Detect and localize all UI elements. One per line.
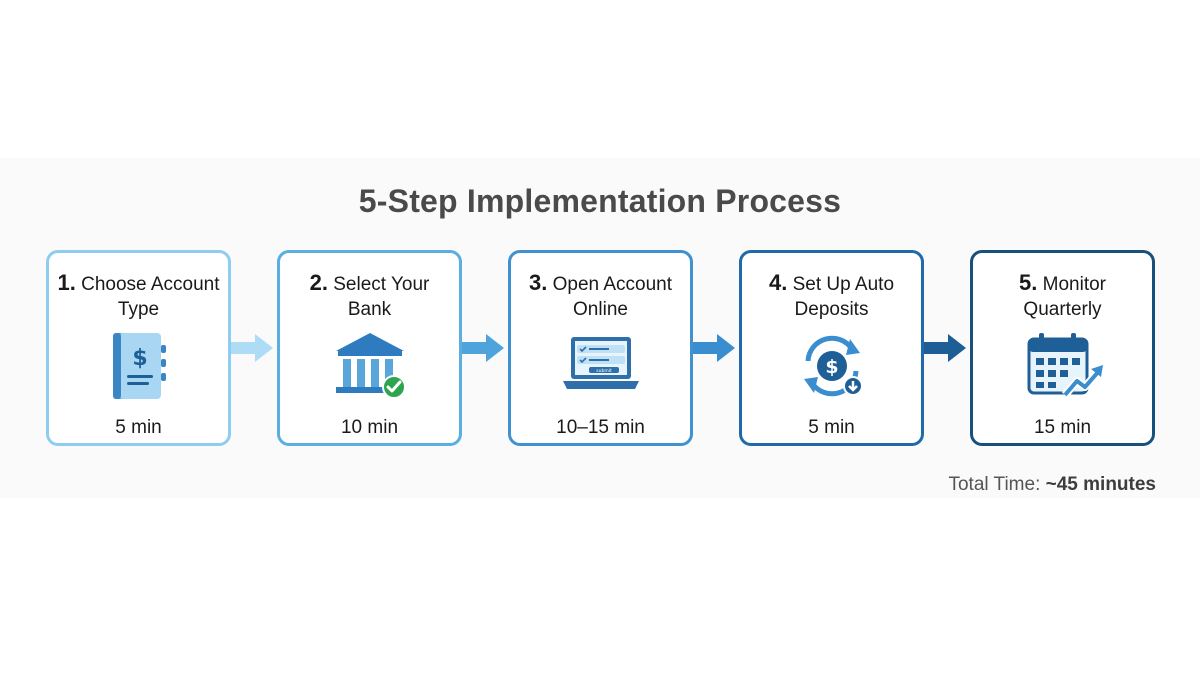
step-time: 10 min — [340, 417, 399, 438]
step-number: 2. — [309, 270, 328, 295]
total-time-label: Total Time: — [948, 474, 1041, 495]
step-card-1: 1. Choose Account Type $ 5 min — [46, 250, 231, 446]
page-title: 5-Step Implementation Process — [358, 183, 842, 219]
step-number: 5. — [1019, 270, 1038, 295]
step-heading: 1. Choose Account Type — [55, 270, 222, 322]
step-label: Monitor Quarterly — [1023, 274, 1106, 320]
step-card-4: 4. Set Up Auto Deposits $ 5 min — [739, 250, 924, 446]
step-number: 4. — [768, 270, 788, 295]
step-card-2: 2. Select Your Bank 10 min — [277, 250, 462, 446]
svg-text:$: $ — [132, 346, 147, 371]
step-heading: 2. Select Your Bank — [286, 270, 453, 322]
laptop-form-icon: submit — [562, 337, 639, 389]
svg-text:submit: submit — [596, 368, 612, 374]
arrow-right-icon — [924, 334, 966, 362]
ledger-dollar-icon: $ — [112, 333, 166, 399]
recurring-deposit-icon: $ — [803, 335, 863, 397]
arrow-right-icon — [693, 334, 735, 362]
svg-text:$: $ — [825, 356, 838, 378]
step-time: 10–15 min — [556, 417, 645, 438]
step-number: 3. — [528, 270, 548, 295]
step-heading: 5. Monitor Quarterly — [979, 270, 1146, 322]
bank-check-icon — [335, 333, 406, 399]
step-time: 15 min — [1033, 417, 1092, 438]
step-time: 5 min — [808, 417, 855, 438]
step-label: Set Up Auto Deposits — [792, 274, 895, 320]
arrow-right-icon — [462, 334, 504, 362]
step-label: Open Account Online — [552, 274, 672, 320]
step-card-5: 5. Monitor Quarterly 15 min — [970, 250, 1155, 446]
total-time-value: ~45 minutes — [1045, 474, 1156, 495]
step-time: 5 min — [115, 417, 162, 438]
step-number: 1. — [57, 270, 76, 295]
step-label: Choose Account Type — [81, 274, 220, 320]
calendar-growth-icon — [1027, 333, 1103, 398]
step-card-3: 3. Open Account Online submit 10–15 min — [508, 250, 693, 446]
step-label: Select Your Bank — [333, 274, 430, 320]
arrow-right-icon — [231, 334, 273, 362]
step-heading: 4. Set Up Auto Deposits — [748, 270, 915, 322]
step-heading: 3. Open Account Online — [517, 270, 684, 322]
total-time: Total Time: ~45 minutes — [948, 474, 1156, 496]
